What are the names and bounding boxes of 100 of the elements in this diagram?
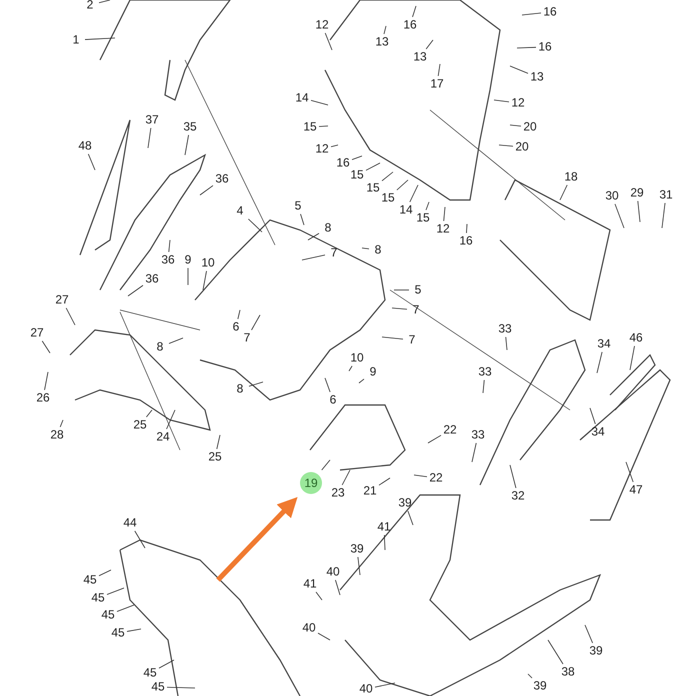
leader-line [426,40,434,50]
callout-number: 40 [301,622,317,634]
callout-number: 23 [330,486,346,500]
leader-line [335,580,340,596]
callout-number: 7 [408,334,416,346]
callout-number: 45 [90,592,106,604]
leader-line [466,224,468,234]
callout-number: 45 [142,666,158,680]
callout-number: 46 [628,332,644,344]
leader-line [146,410,152,418]
leader-line [60,420,64,428]
callout-number: 25 [132,418,148,432]
callout-number: 10 [349,352,365,364]
leader-line [98,0,110,4]
callout-number: 41 [376,520,392,534]
callout-number: 15 [349,168,365,182]
callout-number: 7 [330,246,338,260]
leader-line [409,184,418,202]
leader-line [560,184,568,200]
leader-line [590,408,596,424]
callout-number: 12 [314,142,330,156]
leader-line [302,254,326,260]
callout-number: 35 [182,120,198,134]
callout-number: 16 [537,40,553,54]
leader-line [392,308,408,310]
callout-number: 14 [398,204,414,216]
callout-number: 17 [429,78,445,90]
leader-line [248,218,262,232]
leader-line [106,588,124,595]
callout-number: 8 [236,382,244,396]
callout-number: 19 [300,472,322,494]
callout-number: 36 [144,272,160,286]
callout-number: 13 [374,36,390,48]
callout-number: 10 [200,256,216,270]
callout-number: 9 [184,254,192,266]
callout-number: 32 [510,490,526,502]
leader-line [308,233,320,240]
leader-line [428,434,442,444]
callout-number: 12 [314,18,330,32]
callout-number: 13 [529,70,545,84]
leader-line [237,310,240,320]
leader-line [482,380,485,394]
callout-number: 15 [302,120,318,134]
leader-line [366,162,380,171]
leader-line [88,154,96,170]
callout-number: 15 [365,182,381,194]
leader-line [596,352,602,374]
leader-line [358,378,364,384]
callout-number: 39 [588,644,604,658]
callout-number: 45 [150,680,166,694]
leader-line [184,134,189,156]
callout-number: 30 [604,190,620,202]
callout-number: 5 [414,284,422,296]
leader-line [510,124,522,126]
leader-line [42,340,50,354]
leader-line [318,126,328,127]
callout-number: 37 [144,114,160,126]
leader-line [200,185,214,196]
leader-line [584,624,594,644]
leader-line [498,144,514,147]
callout-number: 22 [442,424,458,436]
callout-number: 12 [510,96,526,110]
callout-number: 27 [29,326,45,340]
callout-number: 33 [497,322,513,336]
callout-number: 16 [335,156,351,170]
leader-line [443,206,446,222]
leader-line [374,682,396,688]
callout-number: 14 [294,92,310,104]
leader-line [116,604,134,612]
leader-line [662,202,666,228]
leader-line [98,570,112,576]
callout-number: 20 [522,120,538,134]
leader-line [516,46,536,48]
callout-number: 34 [596,338,612,350]
arrow [216,497,298,582]
leader-line [318,632,330,640]
leader-line [414,474,428,478]
callout-number: 6 [232,320,240,334]
leader-line [412,6,416,18]
callout-number: 40 [325,566,341,578]
callout-number: 41 [302,578,318,590]
callout-number: 16 [542,6,558,18]
leader-line [251,314,260,330]
leader-line [510,464,516,488]
callout-number: 8 [156,340,164,354]
callout-number: 2 [86,0,94,12]
leader-line [321,460,330,470]
leader-line [126,628,142,632]
leader-line [66,308,76,326]
leader-line [382,336,404,340]
leader-line [168,338,184,344]
callout-number: 4 [236,204,244,218]
callout-number: 36 [160,254,176,266]
leader-line [522,12,542,16]
leader-line [382,172,394,182]
leader-line [248,382,264,387]
leader-line [472,442,477,462]
callout-number: 36 [214,172,230,186]
callout-number: 13 [412,50,428,64]
leader-line [358,556,360,576]
